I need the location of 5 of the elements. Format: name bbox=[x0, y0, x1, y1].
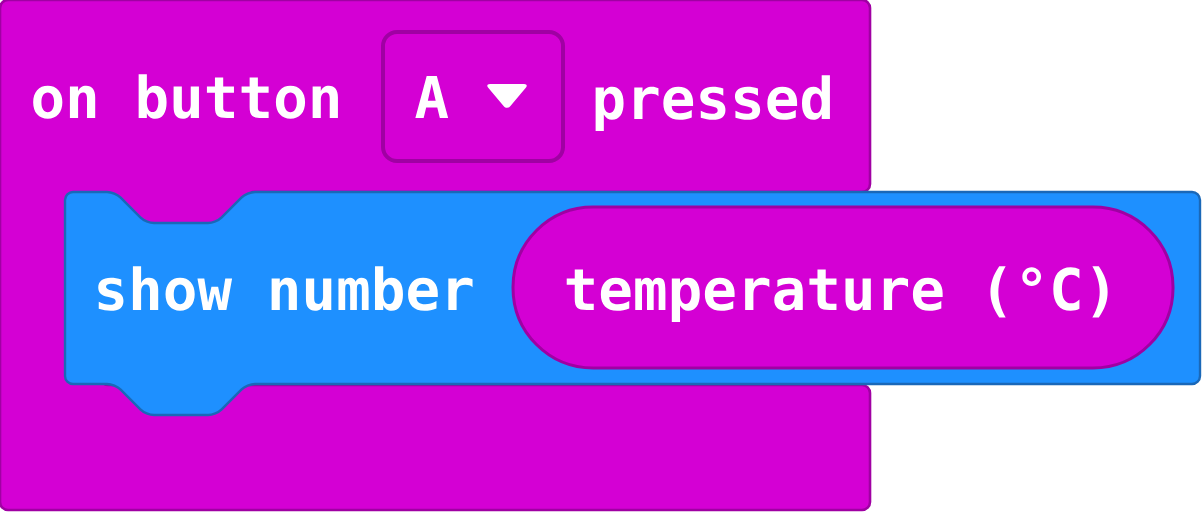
block-label: pressed bbox=[595, 75, 830, 131]
block-label: show number bbox=[98, 266, 473, 311]
reporter-block: temperature (°C) bbox=[511, 205, 1175, 370]
block-label: on button bbox=[33, 74, 338, 119]
dropdown: A bbox=[381, 30, 565, 163]
